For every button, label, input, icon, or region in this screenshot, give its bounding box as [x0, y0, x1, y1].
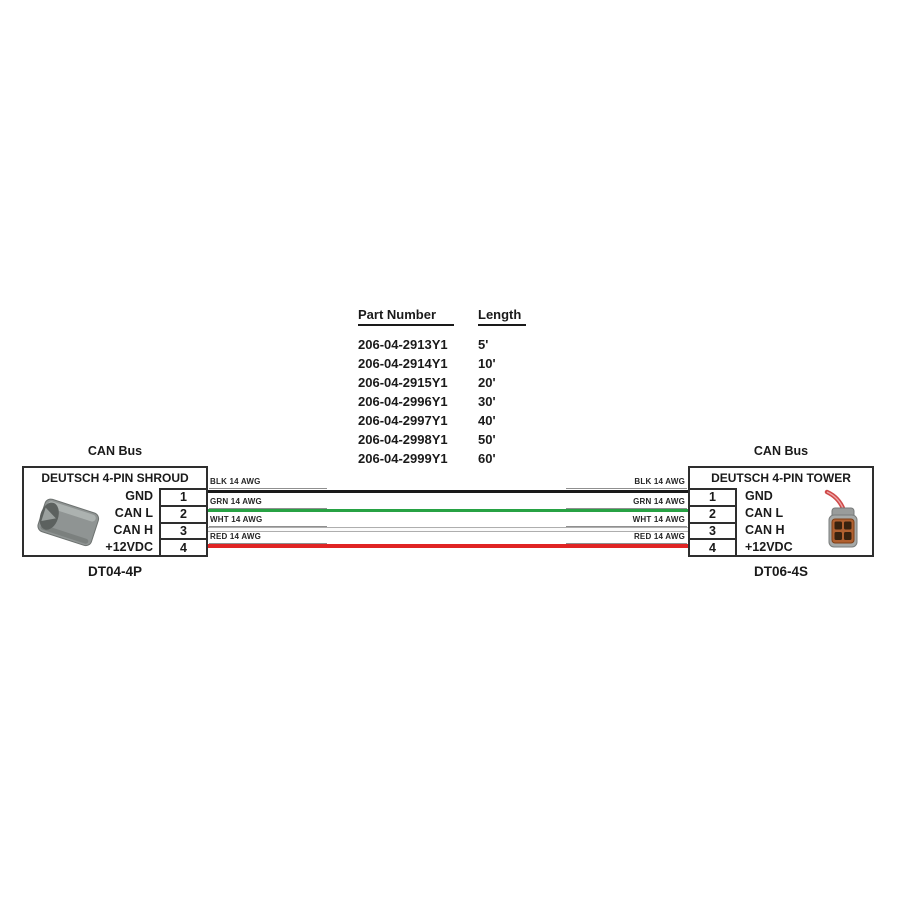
wire-label-blk-right: BLK 14 AWG [566, 477, 687, 489]
length-cell: 40' [478, 413, 496, 428]
table-row: 206-04-2998Y1 50' [358, 430, 526, 449]
wire-label-grn-left: GRN 14 AWG [209, 497, 327, 509]
right-pin-number-column: 1 2 3 4 [690, 488, 737, 555]
wire-white [208, 527, 688, 532]
parts-table-body: 206-04-2913Y1 5' 206-04-2914Y1 10' 206-0… [358, 335, 526, 468]
table-row: 206-04-2913Y1 5' [358, 335, 526, 354]
length-cell: 60' [478, 451, 496, 466]
right-signal-labels: GND CAN L CAN H +12VDC [737, 488, 872, 555]
length-cell: 30' [478, 394, 496, 409]
right-connector-box: DEUTSCH 4-PIN TOWER 1 2 3 4 GND CAN L CA… [688, 466, 874, 557]
right-connector-part-name: DT06-4S [753, 564, 809, 579]
part-number-cell: 206-04-2996Y1 [358, 394, 448, 409]
wire-label-red-right: RED 14 AWG [566, 532, 687, 544]
left-connector-title: DEUTSCH 4-PIN SHROUD [41, 471, 189, 485]
wire-label-blk-left: BLK 14 AWG [209, 477, 327, 489]
signal-label: CAN H [745, 522, 785, 537]
part-number-cell: 206-04-2999Y1 [358, 451, 448, 466]
deutsch-tower-connector-photo-icon [824, 489, 858, 548]
pin-number-cell: 4 [159, 538, 206, 555]
signal-label: GND [745, 489, 773, 504]
part-number-cell: 206-04-2913Y1 [358, 337, 448, 352]
part-number-cell: 206-04-2915Y1 [358, 375, 448, 390]
deutsch-shroud-connector-photo-icon [37, 498, 100, 547]
signal-label: +12VDC [745, 539, 793, 554]
part-number-cell: 206-04-2998Y1 [358, 432, 448, 447]
pin-number-cell: 2 [690, 504, 737, 522]
left-signal-labels: GND CAN L CAN H +12VDC [24, 488, 159, 555]
wire-black [208, 490, 688, 493]
length-cell: 5' [478, 337, 489, 352]
left-connector-box: DEUTSCH 4-PIN SHROUD GND CAN L CAN H +12… [22, 466, 208, 557]
wire-label-wht-right: WHT 14 AWG [566, 515, 687, 527]
can-bus-label-right: CAN Bus [753, 444, 809, 458]
pin-number-cell: 1 [159, 488, 206, 505]
signal-label: +12VDC [105, 539, 153, 554]
wire-green [208, 509, 688, 512]
column-header-length: Length [478, 307, 526, 326]
part-number-cell: 206-04-2997Y1 [358, 413, 448, 428]
pin-number-cell: 3 [690, 521, 737, 539]
parts-table: Part Number Length 206-04-2913Y1 5' 206-… [358, 307, 526, 468]
signal-label: CAN L [745, 506, 784, 521]
length-cell: 50' [478, 432, 496, 447]
left-pin-number-column: 1 2 3 4 [159, 488, 206, 555]
length-cell: 20' [478, 375, 496, 390]
can-bus-label-left: CAN Bus [87, 444, 143, 458]
pin-number-cell: 2 [159, 504, 206, 522]
table-row: 206-04-2915Y1 20' [358, 373, 526, 392]
wire-red [208, 544, 688, 548]
signal-label: CAN H [113, 522, 153, 537]
parts-table-header-row: Part Number Length [358, 307, 526, 326]
length-cell: 10' [478, 356, 496, 371]
table-row: 206-04-2997Y1 40' [358, 411, 526, 430]
column-header-part-number: Part Number [358, 307, 454, 326]
signal-label: GND [125, 489, 153, 504]
table-row: 206-04-2999Y1 60' [358, 449, 526, 468]
pin-number-cell: 1 [690, 488, 737, 505]
part-number-cell: 206-04-2914Y1 [358, 356, 448, 371]
right-connector-title: DEUTSCH 4-PIN TOWER [711, 471, 851, 485]
table-row: 206-04-2914Y1 10' [358, 354, 526, 373]
pin-number-cell: 4 [690, 538, 737, 555]
wire-label-red-left: RED 14 AWG [209, 532, 327, 544]
wire-label-wht-left: WHT 14 AWG [209, 515, 327, 527]
signal-label: CAN L [114, 506, 153, 521]
table-row: 206-04-2996Y1 30' [358, 392, 526, 411]
pin-number-cell: 3 [159, 521, 206, 539]
wire-label-grn-right: GRN 14 AWG [566, 497, 687, 509]
left-connector-part-name: DT04-4P [87, 564, 143, 579]
